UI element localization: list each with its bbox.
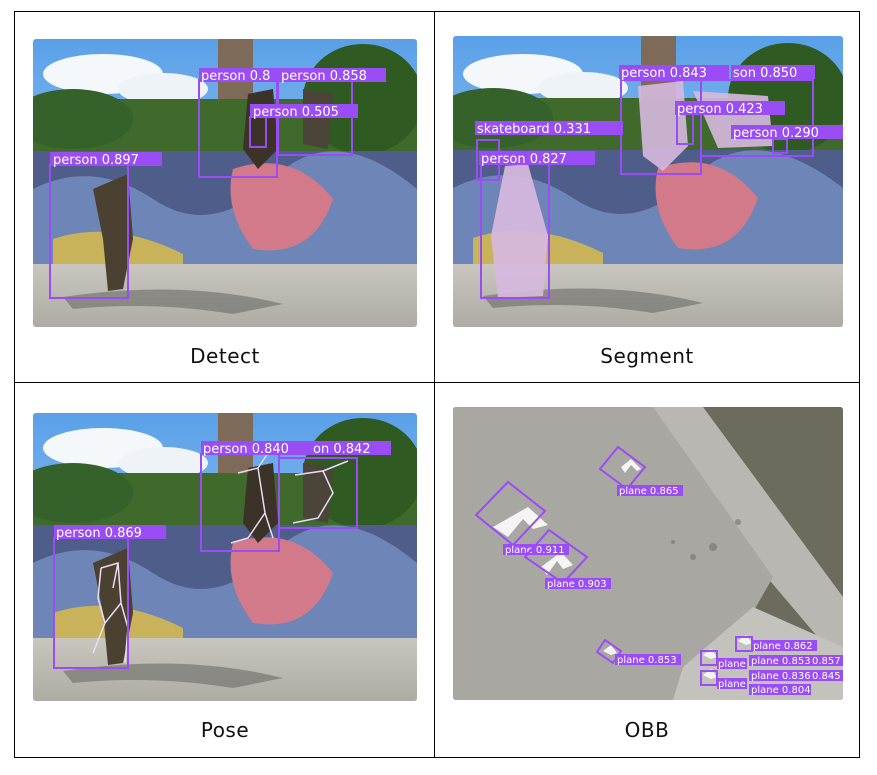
segment-image: person 0.843 son 0.850 person 0.423 pers… <box>453 36 843 327</box>
pose-label-1: on 0.842 <box>313 442 371 457</box>
obb-label-10: plane <box>718 659 746 670</box>
caption-obb: OBB <box>624 718 670 742</box>
caption-segment: Segment <box>600 344 694 368</box>
obb-label-4: plane 0.862 <box>753 641 813 652</box>
grid-divider-horizontal <box>14 382 860 383</box>
obb-label-2: plane 0.903 <box>547 579 607 590</box>
caption-pose: Pose <box>200 718 250 742</box>
grid-divider-vertical <box>434 11 435 758</box>
obb-label-3: plane 0.853 <box>617 655 677 666</box>
detect-image: person 0.897 person 0.8 person 0.858 per… <box>33 39 417 327</box>
pose-label-2: person 0.869 <box>56 526 142 541</box>
obb-label-11: plane <box>718 679 746 690</box>
segment-label-3: person 0.290 <box>733 126 819 141</box>
obb-label-9: plane 0.804 <box>751 685 811 696</box>
segment-label-0: person 0.843 <box>621 66 707 81</box>
detect-label-0: person 0.897 <box>53 153 139 168</box>
detect-label-1: person 0.8 <box>201 69 270 84</box>
obb-label-8: 0.845 <box>812 671 841 682</box>
detect-label-3: person 0.505 <box>253 105 339 120</box>
obb-label-1: plane 0.911 <box>505 545 565 556</box>
pose-label-0: person 0.840 <box>203 442 289 457</box>
segment-label-1: son 0.850 <box>733 66 797 81</box>
pose-image: person 0.840 on 0.842 person 0.869 <box>33 413 417 701</box>
segment-label-4: skateboard 0.331 <box>477 122 591 137</box>
obb-label-5: plane 0.853 <box>751 656 811 667</box>
segment-label-2: person 0.423 <box>677 102 763 117</box>
obb-image: plane 0.865 plane 0.911 plane 0.903 plan… <box>453 407 843 700</box>
caption-detect: Detect <box>190 344 260 368</box>
figure-grid <box>14 11 860 758</box>
detect-label-2: person 0.858 <box>281 69 367 84</box>
obb-label-7: plane 0.836 <box>751 671 811 682</box>
obb-label-6: 0.857 <box>812 656 841 667</box>
segment-label-5: person 0.827 <box>481 152 567 167</box>
obb-label-0: plane 0.865 <box>619 486 679 497</box>
